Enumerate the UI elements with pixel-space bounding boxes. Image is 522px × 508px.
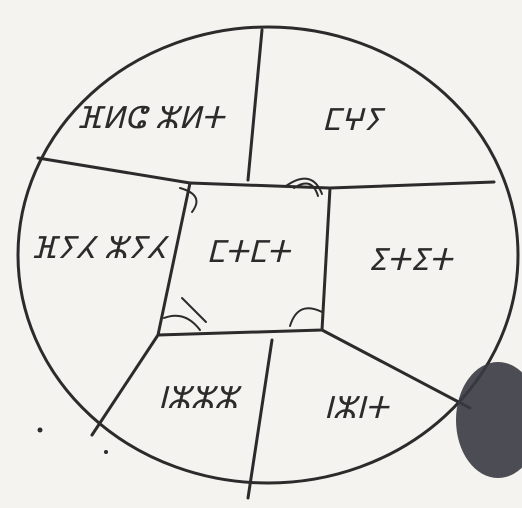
- divider-bottom: [248, 340, 272, 498]
- divider-upper-left: [38, 158, 190, 183]
- region-label-middle-left: ⴼⵢⵃ ⵣⵢⵃ: [31, 231, 170, 266]
- angle-mark-top-right-inner: [294, 184, 318, 197]
- region-label-center: ⵎⵜⵎⵜ: [206, 235, 291, 270]
- ink-smudge: [456, 362, 522, 478]
- region-label-bottom-right: ⵏⵣⵏⵜ: [324, 391, 390, 426]
- angle-mark-bottom-right: [290, 308, 322, 326]
- divider-lower-left: [92, 335, 158, 435]
- region-label-bottom-left: ⵏⵣⵣⵣ: [158, 381, 242, 416]
- angle-mark-bottom-left: [164, 316, 200, 330]
- angle-mark-top-left: [180, 188, 196, 212]
- region-label-top-right: ⵎⵖⵢ: [322, 103, 386, 138]
- stray-dot: [38, 428, 43, 433]
- divider-top: [248, 30, 262, 180]
- region-label-top-left: ⴼⵍⵛ ⵣⵍⵜ: [76, 101, 226, 136]
- stray-dot: [104, 450, 108, 454]
- divider-upper-right: [330, 182, 494, 188]
- region-label-middle-right: ⵉⵜⵉⵜ: [368, 243, 454, 278]
